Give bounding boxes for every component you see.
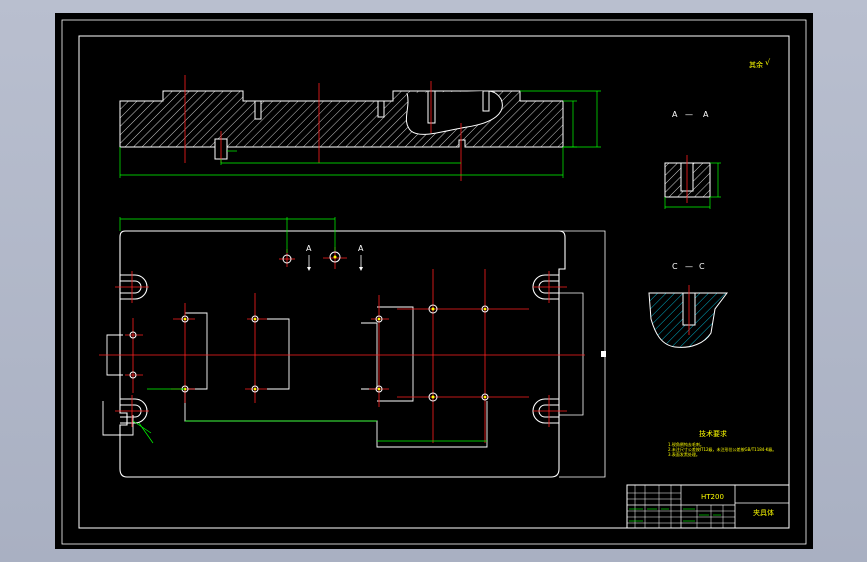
front-view-slot-1 [254, 100, 262, 120]
section-aa-title-left: A [672, 110, 678, 119]
plan-cut-mark-left: A [306, 244, 312, 253]
tech-req-heading: 技术要求 [699, 429, 727, 438]
plan-centerlines [99, 247, 585, 443]
roughness-note: 其余 √ [749, 58, 771, 69]
front-dimensions [119, 90, 601, 178]
front-view-slot-4 [482, 90, 490, 112]
tech-req-item-1: 1.锐角倒钝去毛刺。 [668, 441, 704, 447]
plan-locators [102, 306, 488, 448]
section-cut-marks [308, 255, 362, 269]
plan-hole-centers [183, 255, 487, 399]
technical-requirements: 技术要求 1.锐角倒钝去毛刺。 2.未注尺寸公差按IT12级，未注形位公差按GB… [668, 429, 776, 457]
plan-cut-mark-right: A [358, 244, 364, 253]
title-block: HT200 夹具体 [626, 484, 790, 529]
cad-drawing: A — A C — C 其余 √ [61, 19, 807, 545]
section-cc-title-dash: — [685, 262, 693, 271]
sheet-inner-border [78, 35, 790, 529]
section-aa-view: A — A [664, 110, 721, 209]
front-view-slot-3 [427, 90, 436, 124]
title-block-material: HT200 [701, 493, 724, 501]
front-view-slot-2 [377, 100, 385, 118]
plan-dimensions [119, 217, 487, 444]
section-cc-body [648, 292, 728, 348]
section-aa-dimensions [664, 162, 721, 209]
tech-req-item-3: 3.表面发黑处理。 [668, 451, 700, 457]
tech-req-item-2: 2.未注尺寸公差按IT12级，未注形位公差按GB/T1184-K级。 [668, 446, 776, 452]
roughness-symbol: √ [765, 58, 771, 67]
right-boss-outline [559, 292, 584, 416]
sheet-outer-border [61, 19, 807, 545]
title-block-entries [629, 508, 721, 522]
right-step-outline [559, 230, 606, 478]
section-cc-title-right: C [699, 262, 705, 271]
cad-viewport[interactable]: A — A C — C 其余 √ [55, 13, 813, 549]
section-cc-view: C — C [648, 262, 728, 348]
plan-view [99, 217, 606, 478]
section-aa-title-dash: — [685, 110, 693, 119]
section-cut-arrows [307, 267, 363, 271]
roughness-note-text: 其余 [749, 60, 763, 69]
front-section-view [119, 75, 601, 181]
plan-holes [129, 251, 489, 402]
title-block-part-name: 夹具体 [753, 508, 774, 517]
section-aa-title-right: A [703, 110, 709, 119]
section-cc-title-left: C [672, 262, 678, 271]
right-small-square [601, 351, 606, 357]
plan-outline [119, 230, 566, 478]
